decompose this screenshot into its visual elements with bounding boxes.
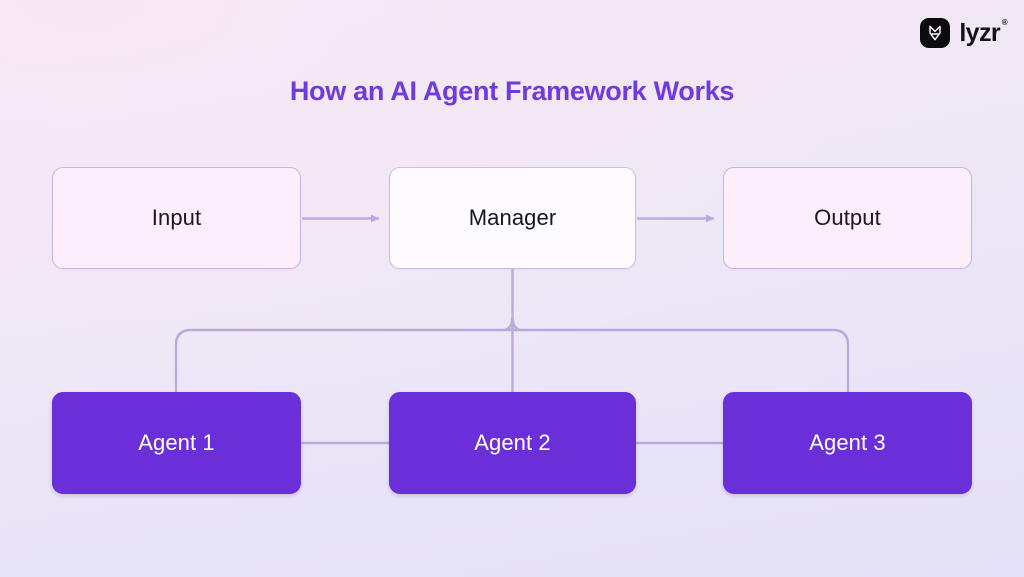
edge-manager-agent3 <box>511 317 850 395</box>
node-agent-3[interactable]: Agent 3 <box>723 392 972 494</box>
node-output[interactable]: Output <box>723 167 972 269</box>
node-agent-1[interactable]: Agent 1 <box>52 392 301 494</box>
brand-trademark: ® <box>1001 17 1008 27</box>
brand-name: lyzr® <box>959 18 1007 47</box>
brand-name-text: lyzr <box>959 18 1000 47</box>
lyzr-mark-icon <box>920 18 951 48</box>
node-agent-2[interactable]: Agent 2 <box>389 392 636 494</box>
edge-manager-agent1 <box>174 317 514 395</box>
page-title: How an AI Agent Framework Works <box>289 76 735 106</box>
node-manager[interactable]: Manager <box>389 167 636 269</box>
brand-logo: lyzr® <box>920 18 1008 48</box>
node-input[interactable]: Input <box>52 167 301 269</box>
